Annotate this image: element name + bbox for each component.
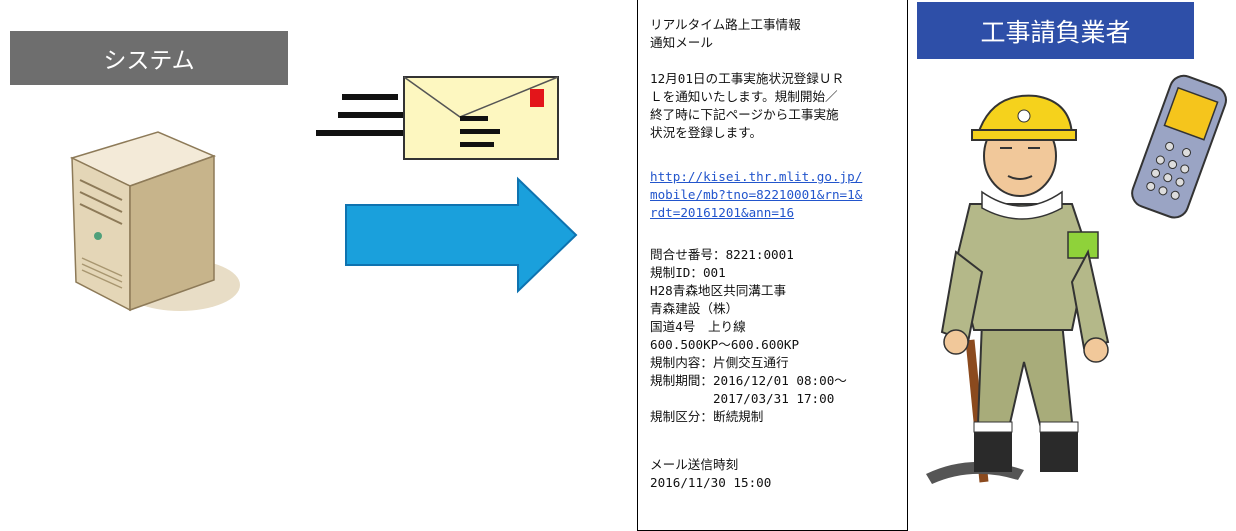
mail-sent-label: メール送信時刻: [650, 457, 739, 472]
system-label: システム: [10, 31, 288, 85]
mail-body-line-3: 終了時に下記ページから工事実施: [650, 107, 839, 122]
mail-body-line-2: Ｌを通知いたします。規制開始／: [650, 89, 838, 104]
mail-info-kilopost: 600.500KP～600.600KP: [650, 337, 800, 352]
mail-info-period-end: 2017/03/31 17:00: [650, 391, 835, 406]
mobile-phone-icon: [1131, 74, 1227, 219]
envelope-icon: [316, 76, 559, 160]
mail-title-line-1: リアルタイム路上工事情報: [650, 17, 801, 32]
right-arrow-icon: [345, 176, 578, 294]
server-icon: [69, 131, 240, 312]
mail-link-line-2[interactable]: mobile/mb?tno=82210001&rn=1&: [650, 187, 863, 202]
mail-body-line-4: 状況を登録します。: [650, 125, 763, 140]
mail-info-regulation-id: 規制ID：001: [650, 265, 726, 280]
mail-link-line-1[interactable]: http://kisei.thr.mlit.go.jp/: [650, 169, 863, 184]
system-label-text: システム: [103, 48, 195, 74]
mail-title-line-2: 通知メール: [650, 35, 713, 50]
construction-worker-icon: [926, 94, 1110, 484]
mail-info-regulation-type: 規制区分：断続規制: [650, 409, 764, 424]
mail-info-period-start: 規制期間：2016/12/01 08:00～: [650, 373, 847, 388]
mail-info-route: 国道4号 上り線: [650, 319, 746, 334]
contractor-label: 工事請負業者: [917, 2, 1194, 59]
mail-body-line-1: 12月01日の工事実施状況登録ＵＲ: [650, 71, 845, 86]
mail-info-company: 青森建設（株）: [650, 301, 739, 316]
mail-info-regulation-content: 規制内容：片側交互通行: [650, 355, 789, 370]
contractor-label-text: 工事請負業者: [980, 17, 1131, 47]
mail-info-project-name: H28青森地区共同溝工事: [650, 283, 787, 298]
mail-info-inquiry-number: 問合せ番号：8221:0001: [650, 247, 794, 262]
notification-mail: リアルタイム路上工事情報 通知メール 12月01日の工事実施状況登録ＵＲ Ｌを通…: [637, 0, 908, 531]
mail-sent-time: 2016/11/30 15:00: [650, 475, 772, 490]
mail-link-line-3[interactable]: rdt=20161201&ann=16: [650, 205, 795, 220]
